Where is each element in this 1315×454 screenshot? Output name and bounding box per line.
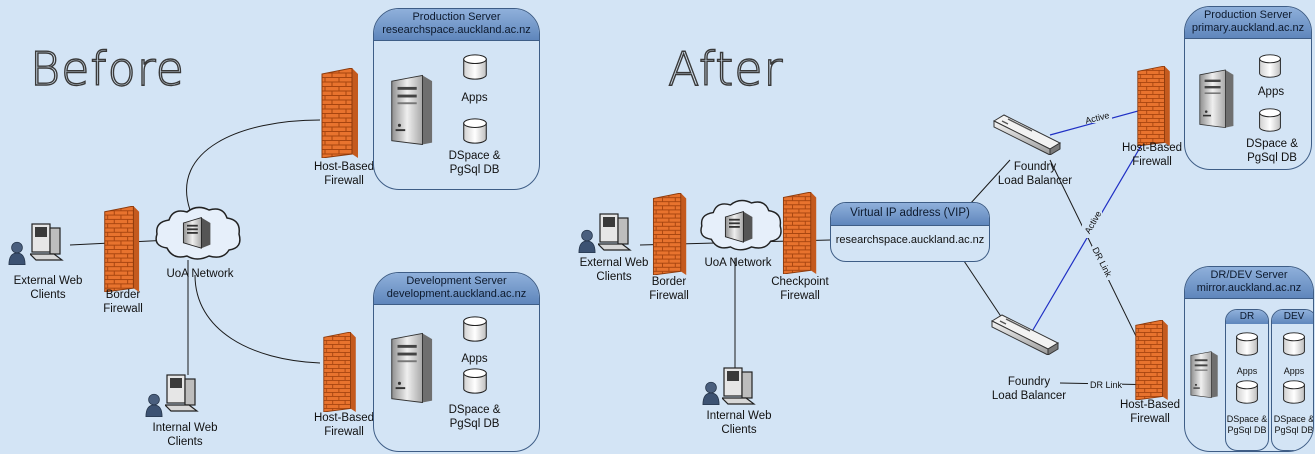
firewall-icon [1137, 66, 1171, 146]
firewall-icon [321, 68, 358, 158]
apps-label: Apps [461, 353, 488, 365]
checkpoint-firewall-label: Checkpoint Firewall [771, 276, 829, 302]
apps-label: Apps [1236, 366, 1258, 376]
computer-icon [30, 223, 63, 261]
before-title: Before [29, 41, 185, 96]
apps-label: Apps [1283, 366, 1305, 376]
user-icon [702, 381, 720, 406]
border-firewall-label: Border Firewall [103, 289, 143, 315]
dr-link-label: DR Link [1090, 380, 1123, 390]
apps-label: Apps [461, 92, 488, 104]
computer-icon [722, 367, 755, 405]
computer-icon [165, 374, 198, 412]
internal-clients-label: Internal Web Clients [152, 422, 218, 448]
checkpoint-firewall-icon [782, 192, 817, 274]
host-firewall-label: Host-Based Firewall [313, 412, 375, 438]
user-icon [8, 241, 26, 266]
host-firewall-label: Host-Based Firewall [1119, 399, 1181, 425]
user-icon [145, 393, 163, 418]
vip-title: Virtual IP address (VIP) [831, 203, 989, 226]
router-icon [724, 211, 753, 243]
dev-section: DEV Apps DSpace & PgSql DB [1271, 309, 1314, 451]
host-firewall-label: Host-Based Firewall [1121, 142, 1183, 168]
load-balancer-label: Foundry Load Balancer [991, 376, 1067, 402]
db-label: DSpace & PgSql DB [1226, 414, 1268, 435]
vip-box: Virtual IP address (VIP) researchspace.a… [830, 202, 990, 262]
dr-dev-server-box: DR/DEV Server mirror.auckland.ac.nz DR A… [1184, 266, 1314, 452]
vip-host: researchspace.auckland.ac.nz [835, 234, 985, 246]
server-contents [1190, 351, 1219, 399]
development-server-box: Development Server development.auckland.… [373, 272, 540, 452]
after-title: After [667, 41, 784, 96]
dr-section: DR Apps DSpace & PgSql DB [1225, 309, 1269, 451]
db-label: DSpace & PgSql DB [1246, 138, 1298, 164]
border-firewall-icon [652, 193, 687, 275]
host-firewall-label: Host-Based Firewall [313, 161, 375, 187]
production-server-box: Production Server primary.auckland.ac.nz… [1184, 6, 1312, 170]
database-icon [463, 368, 487, 394]
server-header: DR/DEV Server mirror.auckland.ac.nz [1185, 267, 1313, 299]
border-firewall-icon [104, 206, 140, 292]
database-icon [1283, 332, 1305, 356]
apps-label: Apps [1257, 86, 1285, 98]
server-header: Production Server researchspace.auckland… [374, 9, 539, 41]
load-balancer-label: Foundry Load Balancer [997, 161, 1073, 187]
db-label: DSpace & PgSql DB [448, 404, 501, 430]
external-clients-label: External Web Clients [579, 257, 649, 283]
production-server-box: Production Server researchspace.auckland… [373, 8, 540, 190]
network-label: UoA Network [166, 268, 234, 280]
server-header: Production Server primary.auckland.ac.nz [1185, 7, 1311, 39]
database-icon [1236, 380, 1258, 404]
server-icon [1190, 351, 1219, 399]
database-icon [463, 316, 487, 342]
database-icon [1283, 380, 1305, 404]
dr-label: DR [1226, 310, 1268, 324]
database-icon [463, 54, 487, 80]
server-icon [391, 332, 433, 403]
db-label: DSpace & PgSql DB [448, 150, 501, 176]
database-icon [1259, 54, 1281, 78]
firewall-icon [323, 332, 357, 412]
computer-icon [598, 213, 631, 251]
load-balancer-icon [991, 314, 1059, 355]
internal-clients-label: Internal Web Clients [706, 410, 772, 436]
dev-label: DEV [1272, 310, 1313, 324]
server-header: Development Server development.auckland.… [374, 273, 539, 305]
link-labels: Active Active DR Link DR Link [1082, 110, 1123, 390]
router-icon [182, 217, 211, 249]
database-icon [1236, 332, 1258, 356]
firewall-icon [1135, 320, 1169, 400]
db-label: DSpace & PgSql DB [1273, 414, 1314, 435]
server-icon [1199, 69, 1234, 129]
external-clients-label: External Web Clients [13, 275, 83, 301]
border-firewall-label: Border Firewall [649, 276, 689, 302]
server-icon [391, 74, 433, 145]
database-icon [1259, 108, 1281, 132]
user-icon [578, 229, 596, 254]
network-label: UoA Network [704, 257, 772, 269]
database-icon [463, 118, 487, 144]
